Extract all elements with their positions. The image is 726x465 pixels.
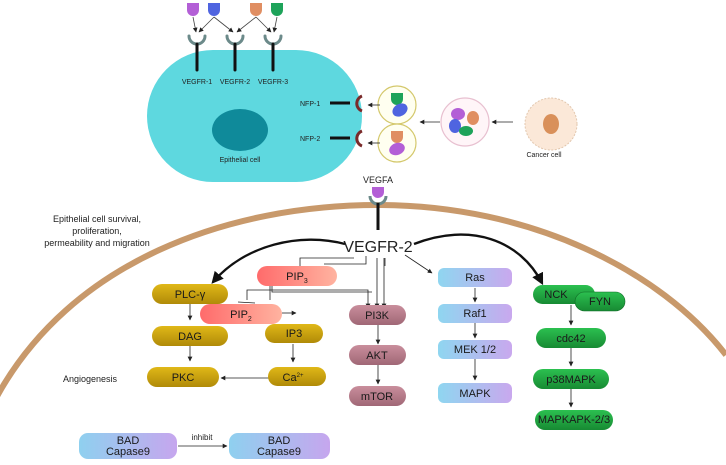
survival-line-1: Epithelial cell survival, (53, 214, 141, 224)
cell-nucleus (212, 109, 268, 151)
secreted-vesicle (440, 97, 490, 147)
ligand-purple (187, 3, 199, 16)
vesicle-1 (377, 85, 417, 125)
cancer-cell-label: Cancer cell (526, 152, 561, 159)
cancer-cell (524, 97, 578, 151)
vegfr-receptors (187, 34, 283, 72)
svg-text:Capase9: Capase9 (106, 446, 150, 458)
svg-text:NCK: NCK (544, 289, 568, 301)
svg-text:Ras: Ras (465, 272, 485, 284)
node-akt: AKT (349, 345, 406, 365)
node-ras: Ras (438, 268, 512, 287)
vegfr-1-label: VEGFR-1 (182, 79, 212, 86)
svg-text:PLC-γ: PLC-γ (175, 289, 206, 301)
svg-text:cdc42: cdc42 (556, 333, 585, 345)
node-pip3: PIP3 (257, 266, 337, 286)
svg-text:mTOR: mTOR (361, 391, 393, 403)
svg-text:DAG: DAG (178, 331, 202, 343)
svg-text:IP3: IP3 (286, 328, 303, 340)
node-raf1: Raf1 (438, 304, 512, 323)
nfp-2-receptor (330, 129, 363, 148)
bad-capase9-left: BAD Capase9 (79, 433, 177, 459)
node-mek: MEK 1/2 (438, 340, 512, 359)
svg-text:MAPKAPK-2/3: MAPKAPK-2/3 (538, 414, 610, 426)
epithelial-cell-label: Epithelial cell (220, 157, 261, 164)
nfp-2-label: NFP-2 (300, 136, 320, 143)
svg-text:Raf1: Raf1 (463, 308, 486, 320)
angiogenesis-label: Angiogenesis (63, 374, 118, 384)
node-fyn: FYN (574, 291, 626, 312)
node-pi3k: PI3K (349, 305, 406, 325)
vegfr-1-receptor (187, 34, 207, 72)
svg-text:BAD: BAD (268, 435, 291, 447)
node-pip2: PIP2 (200, 304, 282, 324)
node-dag: DAG (152, 326, 228, 346)
vegfr-3-receptor (263, 34, 283, 72)
vegfa-label: VEGFA (363, 175, 393, 185)
svg-text:PKC: PKC (172, 372, 195, 384)
node-plc-gamma: PLC-γ (152, 284, 228, 304)
vesicle-2 (377, 123, 417, 163)
node-ip3: IP3 (265, 324, 323, 343)
nfp-1-receptor (330, 94, 363, 113)
inhibit-label: inhibit (192, 433, 214, 442)
survival-line-3: permeability and migration (44, 238, 150, 248)
svg-text:PI3K: PI3K (365, 310, 390, 322)
svg-text:Capase9: Capase9 (257, 446, 301, 458)
svg-text:PIP2: PIP2 (230, 309, 252, 323)
node-calcium: Ca2+ (268, 367, 326, 386)
node-cdc42: cdc42 (536, 328, 606, 348)
ligand-blue (208, 3, 220, 16)
node-pkc: PKC (147, 367, 219, 387)
bad-capase9-right: BAD Capase9 (229, 433, 330, 459)
svg-text:AKT: AKT (366, 350, 388, 362)
survival-line-2: proliferation, (72, 226, 122, 236)
vegfa-receptor (368, 187, 388, 230)
svg-text:MAPK: MAPK (459, 388, 491, 400)
nfp-1-label: NFP-1 (300, 101, 320, 108)
node-mapk: MAPK (438, 383, 512, 403)
vegfr-3-label: VEGFR-3 (258, 79, 288, 86)
svg-text:FYN: FYN (589, 296, 611, 308)
vegfr-2-receptor (225, 34, 245, 72)
svg-text:BAD: BAD (117, 435, 140, 447)
ligand-group (187, 3, 283, 16)
svg-text:p38MAPK: p38MAPK (546, 374, 596, 386)
node-mapkapk: MAPKAPK-2/3 (535, 410, 613, 430)
ligand-green (271, 3, 283, 16)
svg-text:PIP3: PIP3 (286, 271, 308, 285)
svg-text:MEK 1/2: MEK 1/2 (454, 344, 496, 356)
node-p38mapk: p38MAPK (533, 369, 609, 389)
ligand-orange (250, 3, 262, 16)
vegfr-2-label: VEGFR-2 (220, 79, 250, 86)
svg-text:Ca2+: Ca2+ (283, 372, 304, 384)
vegfr-2-main-label: VEGFR-2 (343, 239, 412, 256)
node-mtor: mTOR (349, 386, 406, 406)
